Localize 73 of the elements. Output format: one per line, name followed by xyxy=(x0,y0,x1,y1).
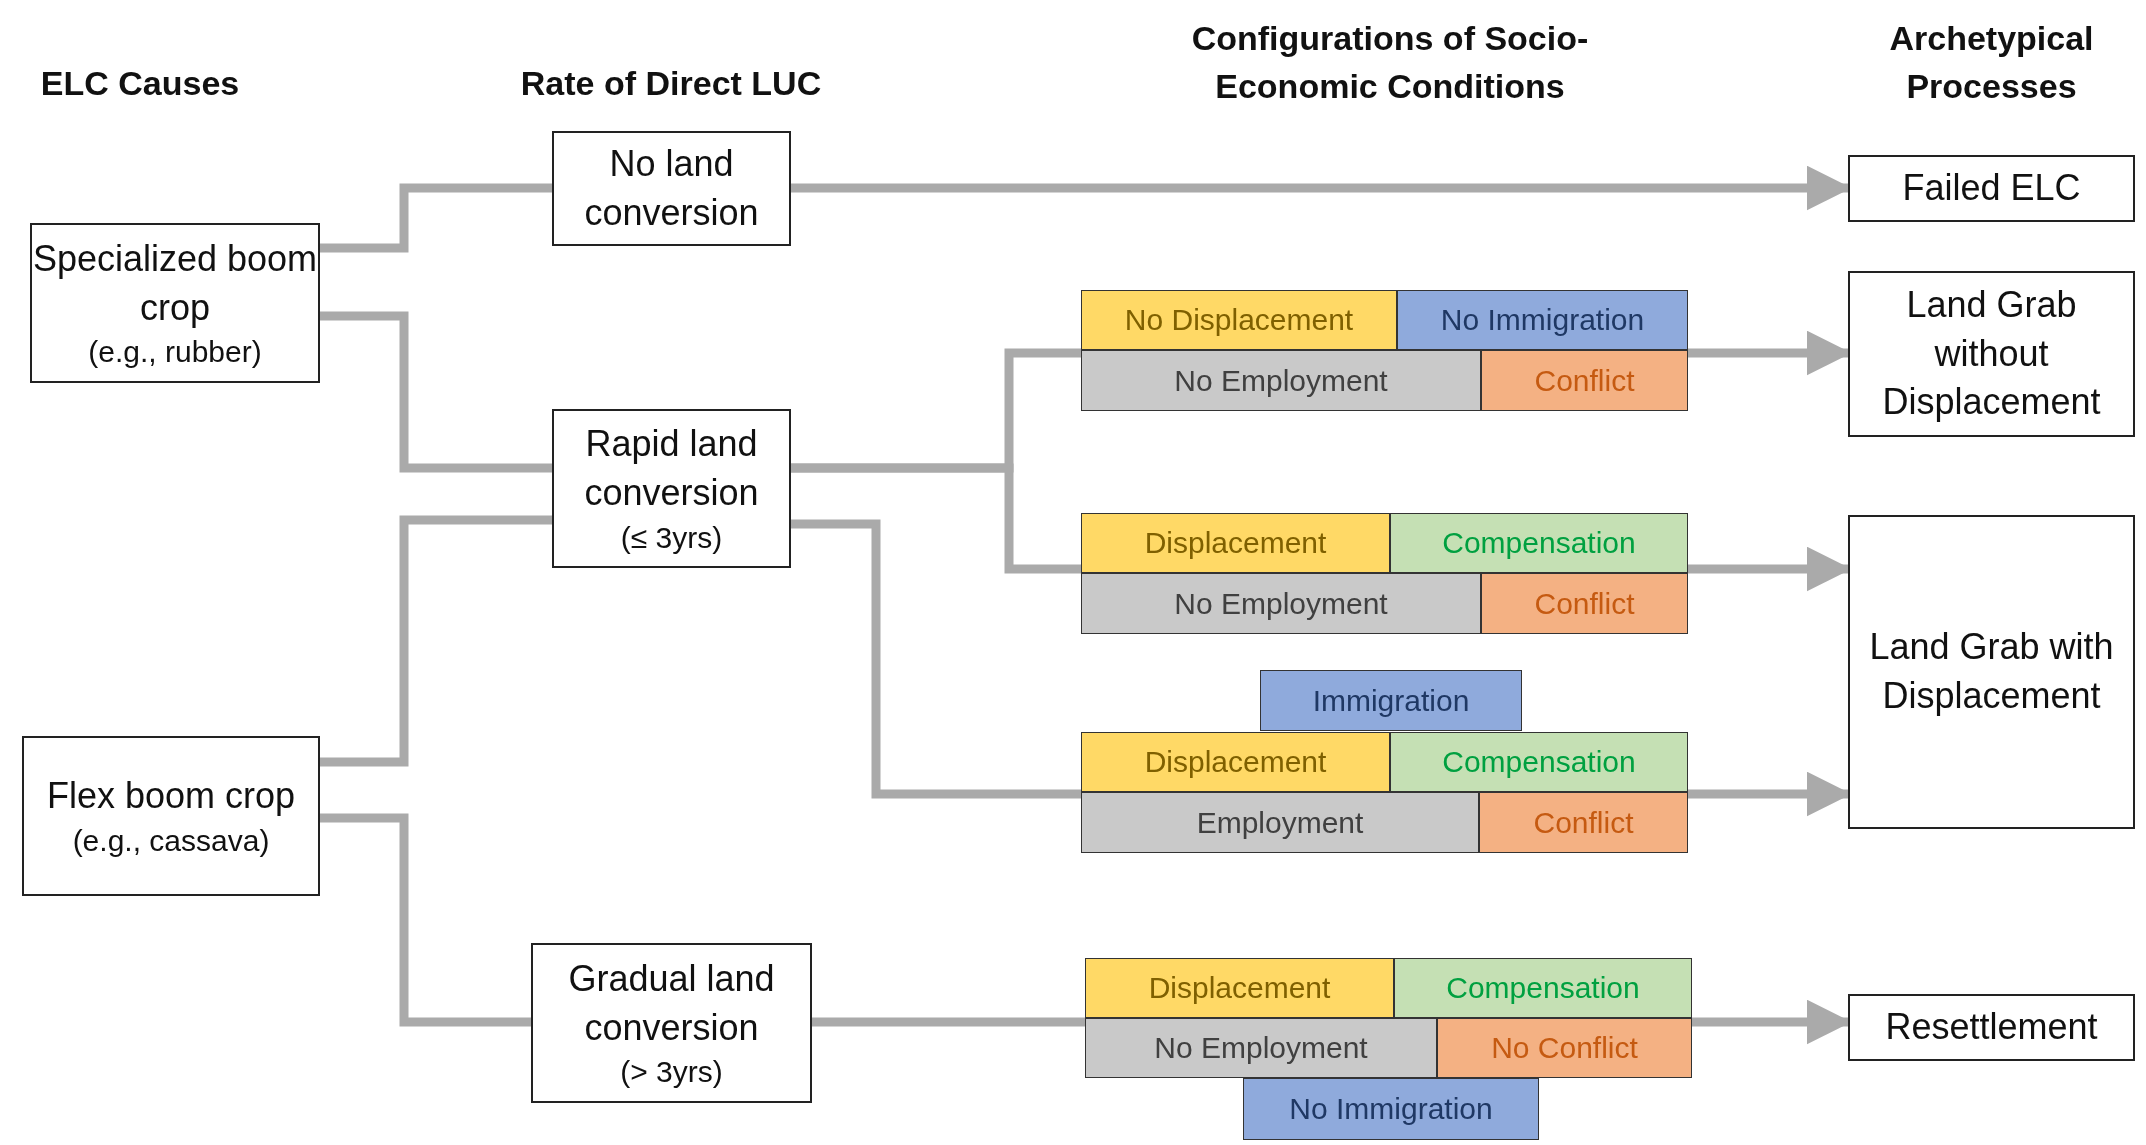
box-title: Resettlement xyxy=(1885,1005,2098,1050)
box-note: (e.g., rubber) xyxy=(88,334,262,371)
condition-label: No Employment xyxy=(1154,1031,1368,1065)
box-note: (e.g., cassava) xyxy=(72,822,270,859)
condition-cell xyxy=(1081,350,1481,411)
connector-line xyxy=(320,515,552,767)
condition-label: Conflict xyxy=(1533,805,1634,840)
process-box xyxy=(1848,515,2135,829)
condition-cell xyxy=(1479,792,1688,853)
condition-label: No Displacement xyxy=(1124,303,1354,337)
process-box xyxy=(1848,994,2135,1061)
column-heading: Archetypical Processes xyxy=(1888,18,2095,107)
connector-line xyxy=(791,463,1081,574)
condition-cell xyxy=(1081,290,1397,350)
connector-line xyxy=(791,519,1081,799)
box-note: (≤ 3yrs) xyxy=(620,519,723,556)
condition-cell xyxy=(1081,573,1481,634)
condition-label: Compensation xyxy=(1442,745,1636,779)
box-title: Failed ELC xyxy=(1902,166,2081,211)
condition-cell xyxy=(1481,573,1688,634)
connector-line xyxy=(320,183,552,253)
box-title: Land Grab without Displacement xyxy=(1881,283,2102,425)
condition-cell xyxy=(1081,513,1390,573)
condition-label: Conflict xyxy=(1534,586,1635,621)
condition-cell xyxy=(1081,792,1479,853)
category-box xyxy=(30,223,320,383)
condition-label: Employment xyxy=(1196,805,1364,840)
configuration-group xyxy=(1081,670,1688,853)
box-title: Flex boom crop xyxy=(46,774,296,819)
box-title: Gradual land conversion xyxy=(567,956,776,1050)
configuration-group xyxy=(1081,513,1688,634)
condition-cell xyxy=(1243,1078,1539,1140)
condition-cell xyxy=(1397,290,1688,350)
condition-cell xyxy=(1390,732,1688,792)
configuration-group xyxy=(1085,958,1692,1140)
condition-cell xyxy=(1085,958,1394,1018)
process-box xyxy=(1848,155,2135,222)
condition-label: No Employment xyxy=(1174,586,1388,621)
connector-line xyxy=(812,1017,1085,1027)
configuration-group xyxy=(1081,290,1688,411)
condition-label: Immigration xyxy=(1312,683,1470,718)
condition-cell xyxy=(1394,958,1692,1018)
condition-cell xyxy=(1437,1018,1692,1078)
box-title: Specialized boom crop xyxy=(32,236,318,330)
condition-label: Displacement xyxy=(1144,745,1327,779)
column-heading: Configurations of Socio-Economic Conditions xyxy=(1190,18,1590,107)
condition-label: Conflict xyxy=(1534,363,1635,398)
condition-label: Compensation xyxy=(1442,526,1636,560)
box-title: Rapid land conversion xyxy=(583,422,760,515)
box-title: Land Grab with Displacement xyxy=(1868,625,2115,718)
condition-label: Displacement xyxy=(1148,971,1331,1005)
condition-label: Compensation xyxy=(1446,971,1640,1005)
condition-cell xyxy=(1085,1018,1437,1078)
category-box xyxy=(552,131,791,246)
column-heading: Rate of Direct LUC xyxy=(519,63,823,104)
box-title: No land conversion xyxy=(583,141,760,235)
condition-label: No Immigration xyxy=(1440,303,1645,337)
category-box xyxy=(22,736,320,896)
connector-line xyxy=(320,311,552,473)
condition-cell xyxy=(1390,513,1688,573)
category-box xyxy=(531,943,812,1103)
condition-label: No Conflict xyxy=(1491,1031,1638,1065)
condition-cell xyxy=(1481,350,1688,411)
condition-label: No Employment xyxy=(1174,363,1388,398)
condition-label: Displacement xyxy=(1144,526,1327,560)
connector-line xyxy=(320,813,531,1027)
condition-cell xyxy=(1260,670,1522,731)
box-note: (> 3yrs) xyxy=(620,1054,723,1091)
condition-label: No Immigration xyxy=(1289,1092,1493,1126)
condition-cell xyxy=(1081,732,1390,792)
process-box xyxy=(1848,271,2135,437)
category-box xyxy=(552,409,791,568)
column-heading: ELC Causes xyxy=(39,63,241,104)
